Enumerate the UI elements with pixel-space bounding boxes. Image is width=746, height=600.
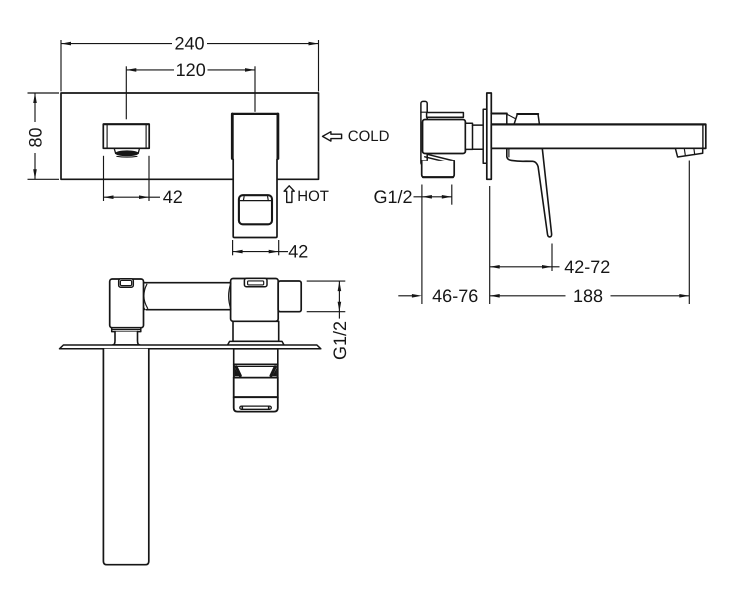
plan-wall-plate <box>58 344 322 350</box>
dim-text-46-76: 46-76 <box>432 286 478 306</box>
cold-inlet-label: COLD <box>321 128 390 145</box>
side-spout-adapter <box>490 112 508 125</box>
cold-text: COLD <box>348 128 390 145</box>
plan-thread-end <box>277 280 303 313</box>
front-handle-button <box>237 194 274 226</box>
front-wall-plate <box>60 92 320 181</box>
dim-handle-projection: 42-72 <box>489 186 610 304</box>
front-aerator <box>115 150 139 157</box>
dim-spout-width: 42 <box>102 155 183 207</box>
dim-text-188: 188 <box>573 286 603 306</box>
dim-overall-width: 240 <box>60 34 320 92</box>
dim-connection-thread: G1/2 <box>306 280 350 360</box>
front-handle <box>230 112 280 239</box>
hot-text: HOT <box>297 188 329 205</box>
side-spout <box>490 123 707 158</box>
cold-arrow-icon <box>321 130 343 142</box>
dim-text-handle-42: 42 <box>288 242 308 262</box>
side-view: G1/2 42-72 46-76 188 <box>373 92 707 306</box>
dim-text-g12-plan: G1/2 <box>330 321 350 360</box>
front-view: 240 120 80 <box>25 34 389 262</box>
plan-spout-boss <box>108 278 145 346</box>
dim-inlet-thread: G1/2 <box>373 184 453 304</box>
dim-text-80: 80 <box>25 127 45 147</box>
plan-valve-boss <box>226 277 303 346</box>
plan-view: G1/2 <box>58 277 350 566</box>
dim-text-g12-side: G1/2 <box>373 187 412 207</box>
dim-spout-to-handle: 120 <box>125 60 256 120</box>
side-top-rail <box>425 111 465 119</box>
dim-plate-height: 80 <box>25 92 59 180</box>
dim-text-240: 240 <box>174 34 204 54</box>
dim-wall-depth-and-reach: 46-76 188 <box>398 160 690 306</box>
dim-text-120: 120 <box>176 60 206 80</box>
hot-arrow-icon <box>283 185 295 204</box>
dim-text-spout-42: 42 <box>163 187 183 207</box>
plan-spout <box>102 347 150 566</box>
dim-text-42-72: 42-72 <box>564 257 610 277</box>
side-valve-body <box>421 118 467 155</box>
front-spout <box>102 123 151 158</box>
side-aerator <box>674 147 704 158</box>
side-cartridge-neck <box>464 122 474 151</box>
hot-inlet-label: HOT <box>283 185 329 205</box>
dim-handle-width: 42 <box>232 240 308 262</box>
plan-handle <box>232 347 279 413</box>
side-handle-lever <box>506 112 553 238</box>
side-inlet-stub <box>420 160 456 179</box>
plan-body-tube <box>139 281 232 311</box>
